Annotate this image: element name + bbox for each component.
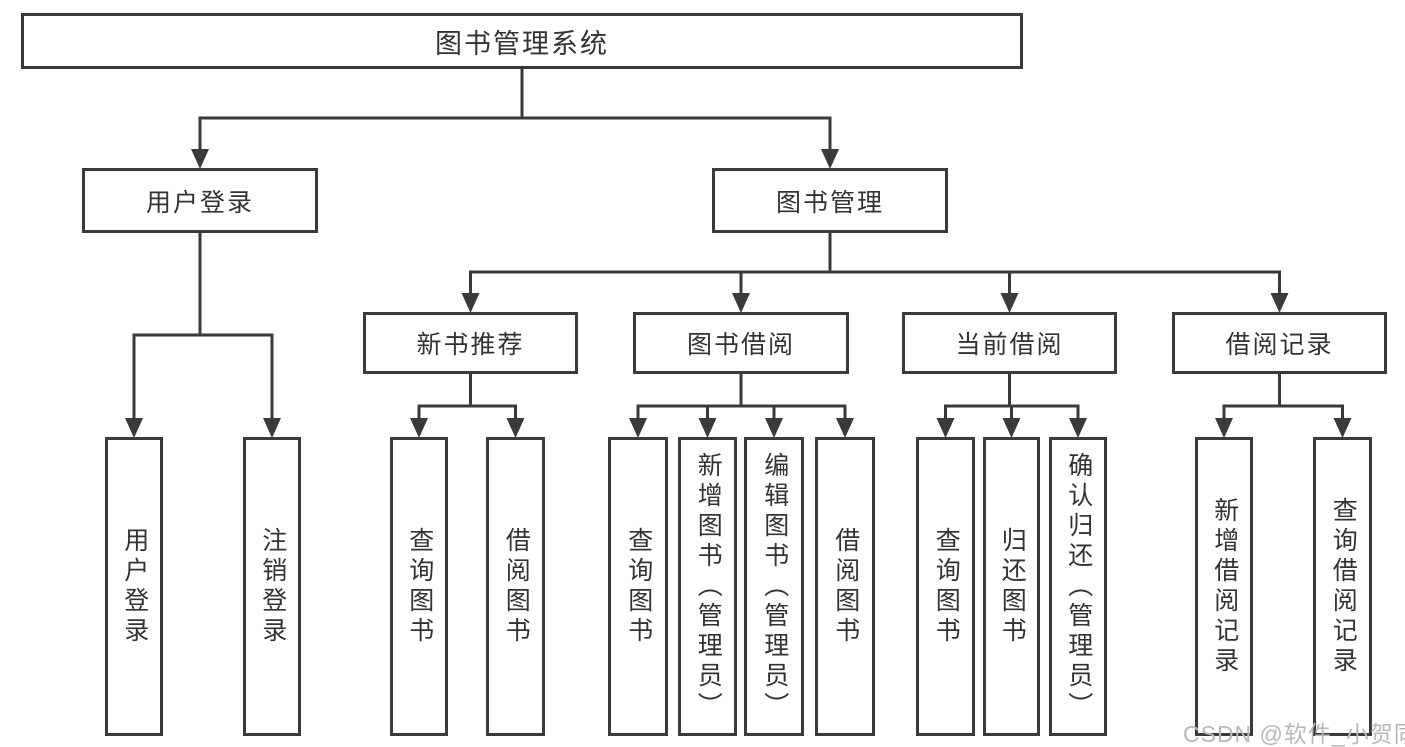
arrowhead-icon [191,149,209,169]
node-label-cb-confirm-return: 确认归还（管理员） [1064,451,1093,722]
node-br-add-record: 新增借阅记录 [1195,437,1253,736]
node-label-current-borrow: 当前借阅 [955,331,1064,359]
node-label-cb-return-books: 归还图书 [998,526,1027,647]
node-label-rec-query-books: 查询图书 [405,526,434,647]
arrowhead-icon [1000,293,1019,313]
node-cb-query-books: 查询图书 [916,437,975,736]
node-bb-query-books: 查询图书 [608,437,668,736]
node-current-borrow: 当前借阅 [902,312,1117,374]
node-user-login: 用户登录 [82,168,318,233]
node-label-bb-borrow-books: 借阅图书 [831,526,860,647]
arrowhead-icon [732,293,750,313]
arrowhead-icon [836,418,854,438]
arrowhead-icon [410,418,428,438]
node-bb-edit-books: 编辑图书（管理员） [744,437,804,736]
arrowhead-icon [263,418,281,438]
node-label-br-add-record: 新增借阅记录 [1210,496,1239,677]
arrowhead-icon [765,418,783,438]
node-book-borrow: 图书借阅 [633,312,849,374]
node-label-bb-query-books: 查询图书 [624,526,653,647]
arrowhead-icon [1002,418,1021,438]
node-label-new-book-rec: 新书推荐 [416,331,525,359]
node-label-bb-add-books: 新增图书（管理员） [694,451,723,722]
node-new-book-rec: 新书推荐 [363,312,578,374]
arrowhead-icon [936,418,955,438]
node-label-user-login-action: 用户登录 [120,526,149,647]
arrowhead-icon [506,418,525,438]
arrowhead-icon [125,418,143,438]
node-label-cb-query-books: 查询图书 [932,526,961,647]
arrowhead-icon [698,418,717,438]
arrowhead-icon [1333,418,1352,438]
node-label-br-query-record: 查询借阅记录 [1329,496,1358,677]
node-label-root: 图书管理系统 [435,28,609,59]
node-label-borrow-records: 借阅记录 [1225,331,1334,359]
node-bb-borrow-books: 借阅图书 [815,437,875,736]
node-borrow-records: 借阅记录 [1172,312,1387,374]
node-bb-add-books: 新增图书（管理员） [678,437,737,736]
node-label-book-mgmt: 图书管理 [775,188,884,217]
node-user-login-action: 用户登录 [105,437,163,736]
node-label-user-login: 用户登录 [145,188,254,217]
node-rec-borrow-books: 借阅图书 [486,437,545,736]
node-rec-query-books: 查询图书 [390,437,448,736]
node-label-book-borrow: 图书借阅 [686,331,795,359]
node-label-rec-borrow-books: 借阅图书 [502,526,531,647]
arrowhead-icon [629,418,647,438]
arrowhead-icon [1270,293,1289,313]
arrowhead-icon [461,293,480,313]
arrowhead-icon [1069,418,1087,438]
node-label-bb-edit-books: 编辑图书（管理员） [760,451,789,722]
node-br-query-record: 查询借阅记录 [1313,437,1372,736]
node-cb-return-books: 归还图书 [983,437,1040,736]
arrowhead-icon [821,149,839,169]
node-cb-confirm-return: 确认归还（管理员） [1049,437,1107,736]
arrowhead-icon [1215,418,1233,438]
node-logout-action: 注销登录 [243,437,301,736]
node-label-logout-action: 注销登录 [258,526,287,647]
node-root: 图书管理系统 [21,13,1023,69]
node-book-mgmt: 图书管理 [712,168,948,233]
